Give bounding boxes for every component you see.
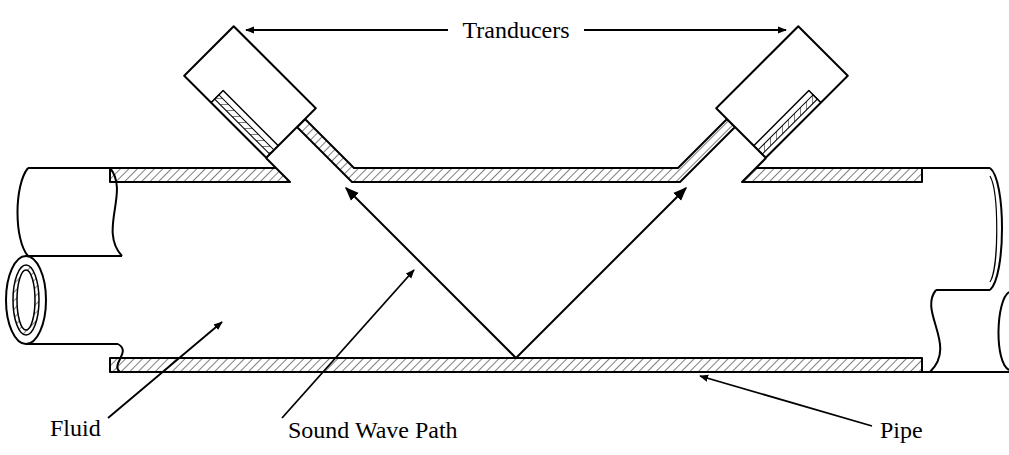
pipe-end [6,256,46,344]
transducer-box [716,26,848,158]
transducer-seal [215,95,274,154]
transducer-box [184,26,316,158]
pipe-outline [920,371,1009,373]
part-label: Tranducers [460,17,571,43]
pipe-wall [110,358,922,372]
pipe-bore [17,270,35,330]
pipe-outline [26,255,122,257]
transducer-notch [211,91,278,158]
leader-arrow [700,376,872,426]
pipe-outline [28,167,112,169]
pipe-outline [920,167,990,169]
port-edge [266,158,276,168]
pipe-end [990,168,1002,290]
leader-arrow [282,270,414,418]
port-edge [756,158,766,168]
transducer-notch [754,91,821,158]
pipe-end [990,176,997,282]
pipe-wall [742,168,922,182]
sound-wave-path [346,188,516,358]
part-label: Pipe [878,417,925,443]
transducer-seal [758,95,817,154]
pipe-wall [110,168,290,182]
sound-wave-path [516,188,686,358]
part-label: Fluid [48,415,103,441]
pipe-collar [930,290,940,372]
leader-arrow [584,29,786,31]
channel-wall [297,119,735,182]
pipe-outline [26,343,118,345]
part-label: Sound Wave Path [286,417,460,443]
pipe-end [13,265,39,335]
leader-arrow [108,322,222,418]
pipe-end [998,292,1009,370]
leader-arrow [246,29,448,31]
pipe-outline [936,289,990,291]
pipe-end [18,168,29,256]
